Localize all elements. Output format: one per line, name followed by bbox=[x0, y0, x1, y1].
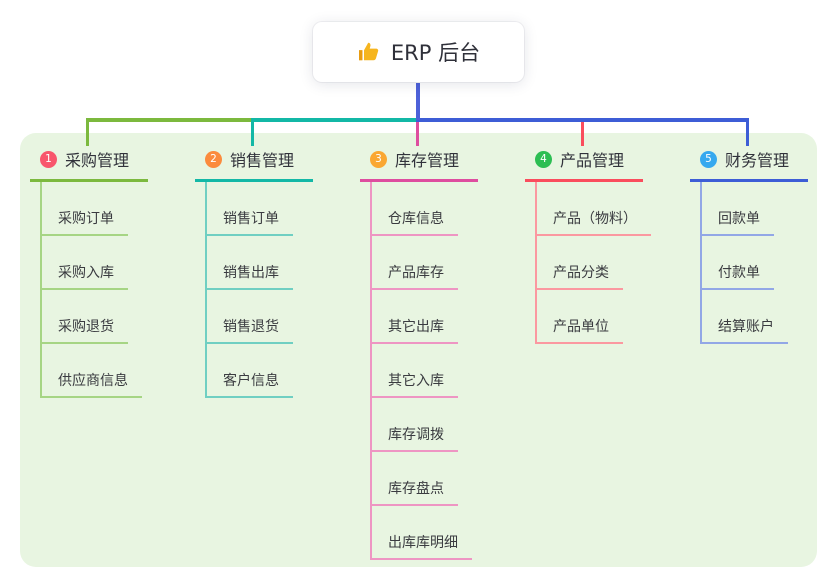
branch-item[interactable]: 仓库信息 bbox=[372, 182, 458, 236]
branch-number-badge: 5 bbox=[700, 150, 717, 168]
branch-title[interactable]: 1 采购管理 bbox=[30, 147, 148, 182]
branch-title[interactable]: 5 财务管理 bbox=[690, 147, 808, 182]
branch-item[interactable]: 客户信息 bbox=[207, 344, 293, 398]
branch-column-3: 3 库存管理仓库信息产品库存其它出库其它入库库存调拨库存盘点出库库明细 bbox=[360, 147, 478, 560]
branch-number-badge: 4 bbox=[535, 150, 552, 168]
branch-item[interactable]: 产品分类 bbox=[537, 236, 623, 290]
root-title: ERP 后台 bbox=[390, 41, 481, 65]
connector-drop-2 bbox=[251, 118, 254, 146]
branch-title-label: 财务管理 bbox=[725, 151, 790, 170]
branch-item[interactable]: 出库库明细 bbox=[372, 506, 472, 560]
root-node[interactable]: ERP 后台 bbox=[313, 22, 524, 82]
branch-column-2: 2 销售管理销售订单销售出库销售退货客户信息 bbox=[195, 147, 313, 398]
branch-item[interactable]: 其它出库 bbox=[372, 290, 458, 344]
branch-item-list: 仓库信息产品库存其它出库其它入库库存调拨库存盘点出库库明细 bbox=[370, 182, 472, 560]
branch-item-list: 销售订单销售出库销售退货客户信息 bbox=[205, 182, 293, 398]
branch-item[interactable]: 结算账户 bbox=[702, 290, 788, 344]
branch-item[interactable]: 销售出库 bbox=[207, 236, 293, 290]
branch-number-badge: 2 bbox=[205, 150, 222, 168]
branch-title[interactable]: 2 销售管理 bbox=[195, 147, 313, 182]
branch-item[interactable]: 产品单位 bbox=[537, 290, 623, 344]
connector-drop-4 bbox=[581, 118, 584, 146]
branch-item[interactable]: 库存盘点 bbox=[372, 452, 458, 506]
branch-item-list: 回款单付款单结算账户 bbox=[700, 182, 788, 344]
branch-item[interactable]: 采购订单 bbox=[42, 182, 128, 236]
connector-drop-1 bbox=[86, 118, 89, 146]
branch-item-list: 产品（物料）产品分类产品单位 bbox=[535, 182, 651, 344]
branches-panel bbox=[20, 133, 817, 567]
branch-item[interactable]: 其它入库 bbox=[372, 344, 458, 398]
branch-item[interactable]: 销售订单 bbox=[207, 182, 293, 236]
branch-item[interactable]: 付款单 bbox=[702, 236, 774, 290]
thumbs-up-icon bbox=[357, 40, 381, 64]
branch-item[interactable]: 产品库存 bbox=[372, 236, 458, 290]
branch-title-label: 库存管理 bbox=[395, 151, 460, 170]
connector-drop-3 bbox=[416, 118, 419, 146]
branch-item[interactable]: 回款单 bbox=[702, 182, 774, 236]
connector-bus-right bbox=[416, 118, 749, 122]
branch-item[interactable]: 销售退货 bbox=[207, 290, 293, 344]
connector-bus-left bbox=[86, 118, 251, 122]
branch-item[interactable]: 采购退货 bbox=[42, 290, 128, 344]
branch-title-label: 产品管理 bbox=[560, 151, 625, 170]
branch-item[interactable]: 产品（物料） bbox=[537, 182, 651, 236]
connector-drop-5 bbox=[746, 118, 749, 146]
branch-column-1: 1 采购管理采购订单采购入库采购退货供应商信息 bbox=[30, 147, 148, 398]
branch-title[interactable]: 4 产品管理 bbox=[525, 147, 643, 182]
branch-title-label: 采购管理 bbox=[65, 151, 130, 170]
branch-title[interactable]: 3 库存管理 bbox=[360, 147, 478, 182]
branch-column-4: 4 产品管理产品（物料）产品分类产品单位 bbox=[525, 147, 651, 344]
branch-number-badge: 3 bbox=[370, 150, 387, 168]
branch-title-label: 销售管理 bbox=[230, 151, 295, 170]
branch-item-list: 采购订单采购入库采购退货供应商信息 bbox=[40, 182, 142, 398]
connector-bus-mid bbox=[251, 118, 416, 122]
branch-item[interactable]: 库存调拨 bbox=[372, 398, 458, 452]
branch-number-badge: 1 bbox=[40, 150, 57, 168]
connector-root-line bbox=[416, 82, 420, 120]
branch-column-5: 5 财务管理回款单付款单结算账户 bbox=[690, 147, 808, 344]
branch-item[interactable]: 供应商信息 bbox=[42, 344, 142, 398]
branch-item[interactable]: 采购入库 bbox=[42, 236, 128, 290]
